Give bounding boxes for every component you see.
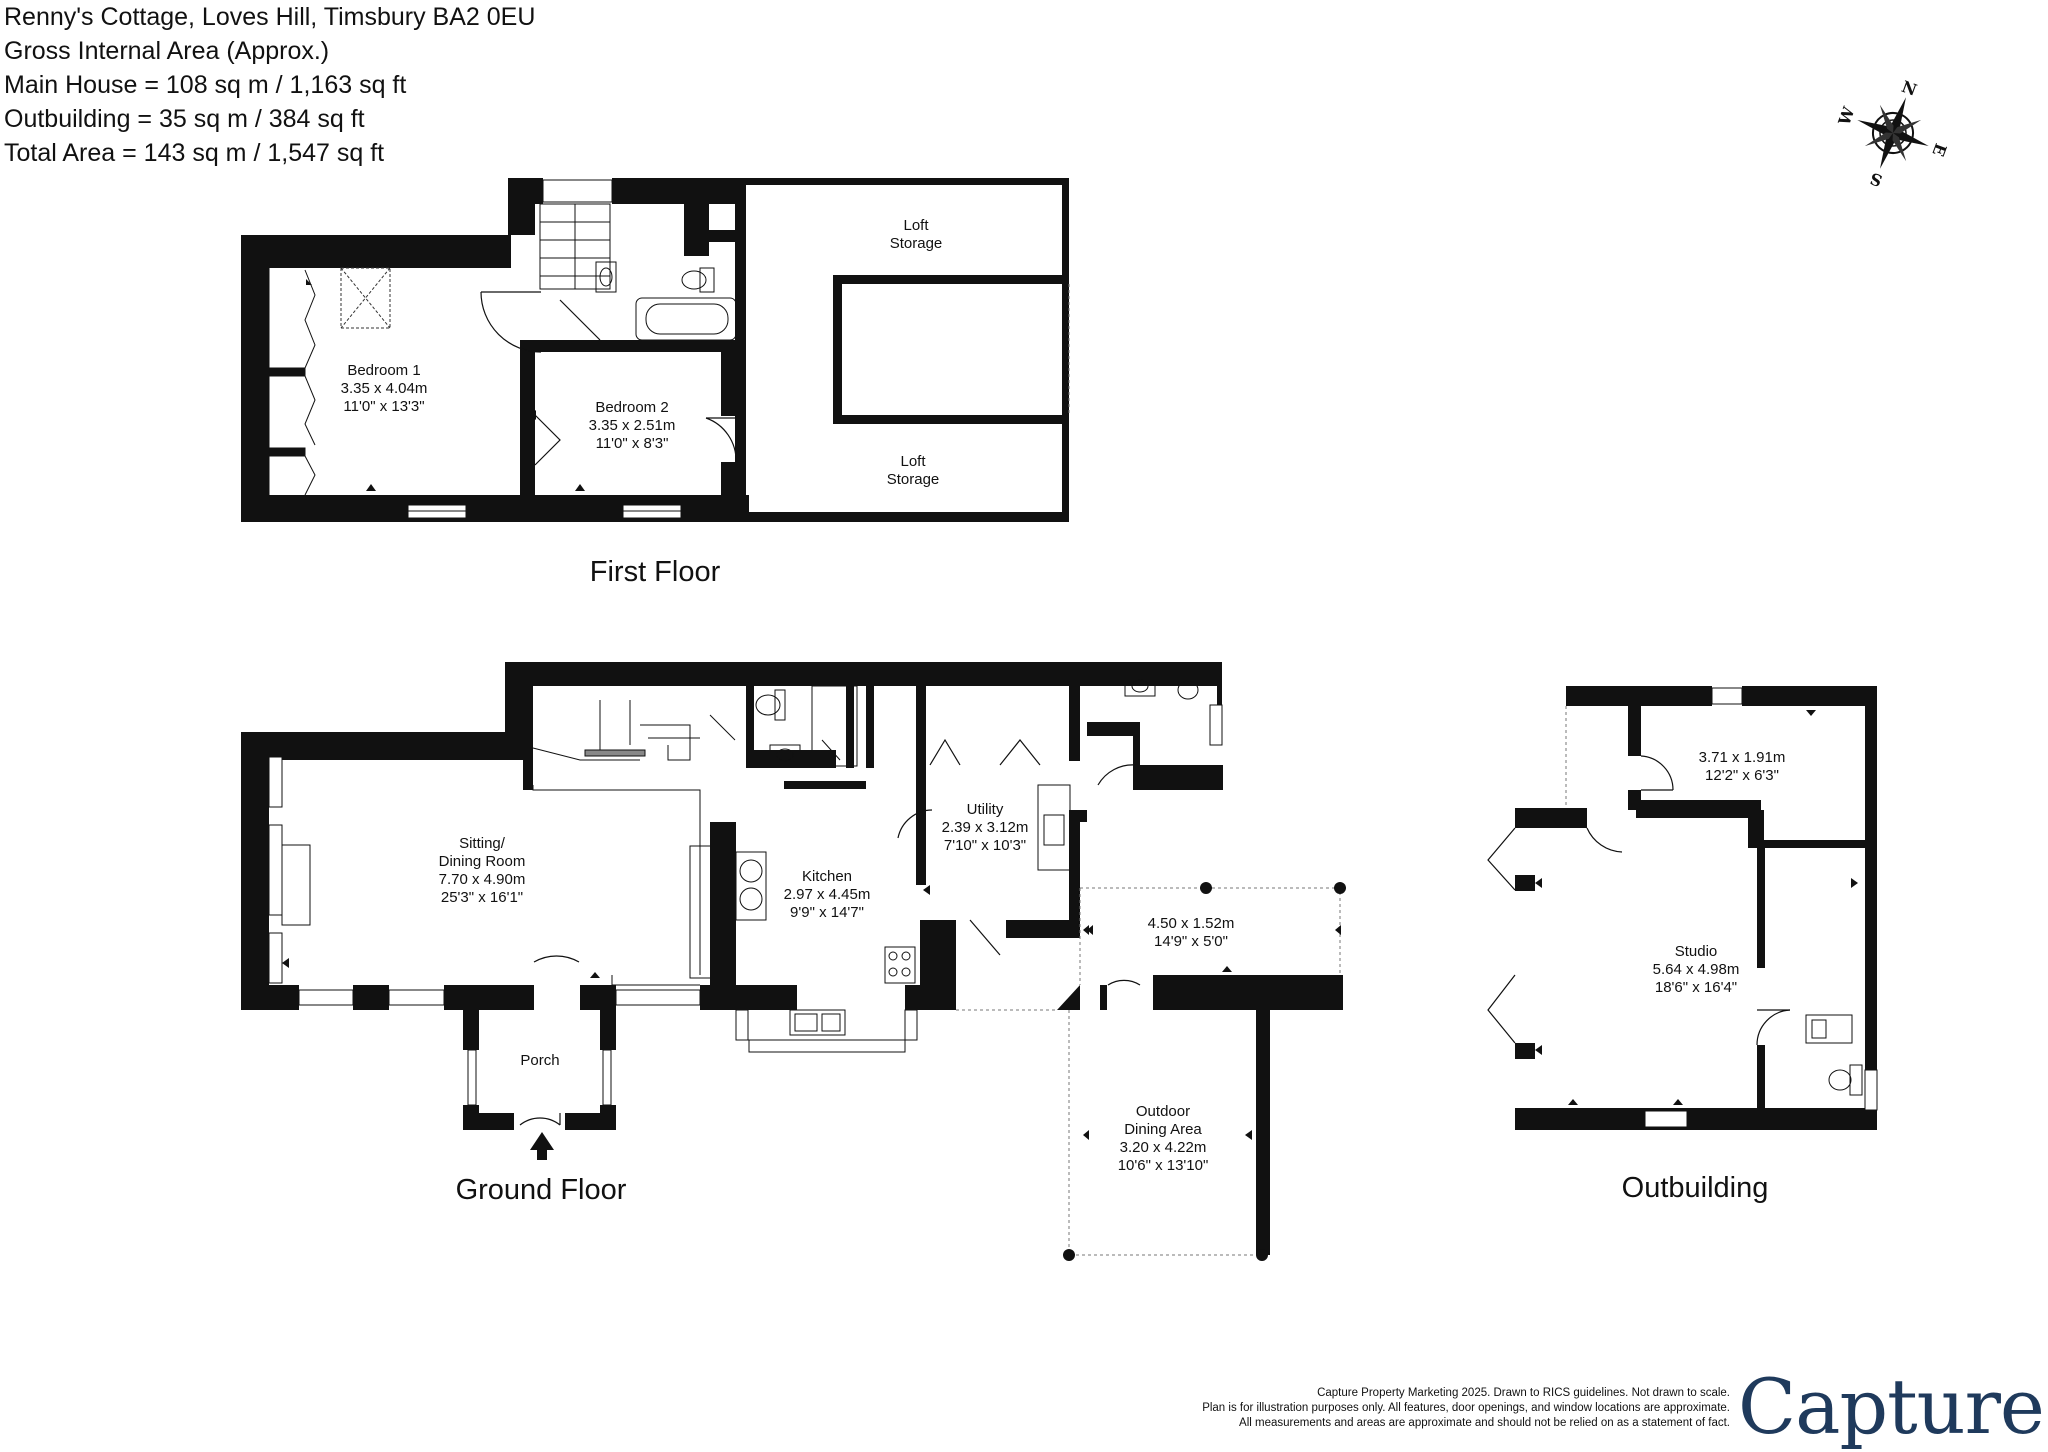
disclaimer-footer: Capture Property Marketing 2025. Drawn t… xyxy=(1080,1386,1730,1431)
kitchen-metric: 2.97 x 4.45m xyxy=(784,886,871,903)
store-imperial: 12'2" x 6'3" xyxy=(1705,767,1779,784)
first-floor-markers xyxy=(306,279,585,491)
bedroom1-metric: 3.35 x 4.04m xyxy=(341,380,428,397)
ground-floor-windows xyxy=(268,704,1223,1106)
ground-floor-label: Ground Floor xyxy=(456,1174,627,1206)
studio-metric: 5.64 x 4.98m xyxy=(1653,961,1740,978)
covered-metric: 4.50 x 1.52m xyxy=(1148,915,1235,932)
first-floor-windows xyxy=(407,179,682,519)
total-area: Total Area = 143 sq m / 1,547 sq ft xyxy=(4,139,385,167)
outbuilding-area: Outbuilding = 35 sq m / 384 sq ft xyxy=(4,105,365,133)
ground-floor-walls xyxy=(241,662,1343,1255)
logo-dot: . xyxy=(2044,1362,2048,1451)
compass-n-label: N xyxy=(1899,77,1919,100)
bedroom1-name: Bedroom 1 xyxy=(347,362,420,379)
toilet-icon xyxy=(755,689,786,721)
fireplace-icon xyxy=(281,844,311,926)
porch-name: Porch xyxy=(520,1052,559,1069)
compass-rose-icon: N E S W xyxy=(1834,77,1951,191)
first-floor-plan: Bedroom 1 3.35 x 4.04m 11'0" x 13'3" Bed… xyxy=(241,178,1070,588)
covered-area-outline xyxy=(956,887,1341,1256)
bedroom2-name: Bedroom 2 xyxy=(595,399,668,416)
studio-name: Studio xyxy=(1675,943,1718,960)
sitting-line1: Sitting/ xyxy=(459,835,506,852)
outdoor-line2: Dining Area xyxy=(1124,1121,1202,1138)
first-floor-walls xyxy=(241,178,1069,522)
skylight-icon xyxy=(340,267,391,329)
utility-appliance-icon xyxy=(1037,784,1071,871)
utility-imperial: 7'10" x 10'3" xyxy=(944,837,1026,854)
ground-floor-doors xyxy=(519,738,1141,1126)
covered-imperial: 14'9" x 5'0" xyxy=(1154,933,1228,950)
outbuilding-windows xyxy=(1644,687,1878,1128)
wardrobe-icon xyxy=(268,268,316,496)
bath-icon xyxy=(635,297,737,341)
ground-floor-markers xyxy=(282,885,1341,1140)
logo-text: Capture xyxy=(1738,1362,2045,1451)
post-markers xyxy=(1063,882,1346,1261)
outbuilding-walls xyxy=(1515,686,1877,1130)
disclaimer-line1: Capture Property Marketing 2025. Drawn t… xyxy=(1317,1387,1730,1399)
first-floor-doors xyxy=(480,291,737,466)
loft-top-line2: Storage xyxy=(890,235,943,252)
store-metric: 3.71 x 1.91m xyxy=(1699,749,1786,766)
loft-bottom-line2: Storage xyxy=(887,471,940,488)
loft-bottom-line1: Loft xyxy=(900,453,926,470)
shower-icon xyxy=(811,685,858,767)
compass-w-label: W xyxy=(1834,103,1859,128)
ground-floor-plan: Sitting/ Dining Room 7.70 x 4.90m 25'3" … xyxy=(241,662,1346,1261)
hob-icon xyxy=(884,946,916,984)
capture-logo: Capture. xyxy=(1738,1362,2048,1451)
utility-name: Utility xyxy=(967,801,1004,818)
wc-fittings-icon xyxy=(1124,675,1199,700)
entrance-arrow-icon xyxy=(530,1132,554,1160)
basin-icon xyxy=(769,744,801,766)
basin-icon xyxy=(595,261,617,293)
outbuilding-doors xyxy=(1487,755,1791,1046)
outbuilding-fittings-icon xyxy=(1805,1014,1863,1096)
compass-s-label: S xyxy=(1867,169,1884,191)
property-address: Renny's Cottage, Loves Hill, Timsbury BA… xyxy=(4,3,536,31)
outdoor-imperial: 10'6" x 13'10" xyxy=(1118,1157,1209,1174)
outbuilding-markers xyxy=(1535,710,1858,1105)
disclaimer-line2: Plan is for illustration purposes only. … xyxy=(1202,1402,1730,1414)
outbuilding-plan: 3.71 x 1.91m 12'2" x 6'3" Studio 5.64 x … xyxy=(1487,686,1878,1204)
first-floor-stairs-icon xyxy=(539,203,611,290)
utility-metric: 2.39 x 3.12m xyxy=(942,819,1029,836)
kitchen-imperial: 9'9" x 14'7" xyxy=(790,904,864,921)
sitting-metric: 7.70 x 4.90m xyxy=(439,871,526,888)
first-floor-label: First Floor xyxy=(590,556,721,588)
sitting-line2: Dining Room xyxy=(439,853,526,870)
ground-floor-stairs-icon xyxy=(532,700,736,761)
property-header: Renny's Cottage, Loves Hill, Timsbury BA… xyxy=(4,0,535,170)
toilet-icon xyxy=(681,267,715,293)
loft-top-line1: Loft xyxy=(903,217,929,234)
bedroom1-imperial: 11'0" x 13'3" xyxy=(343,398,424,415)
gross-area-heading: Gross Internal Area (Approx.) xyxy=(4,37,330,65)
range-cooker-icon xyxy=(735,851,767,921)
sitting-imperial: 25'3" x 16'1" xyxy=(441,889,523,906)
outdoor-line1: Outdoor xyxy=(1136,1103,1190,1120)
compass-e-label: E xyxy=(1929,141,1951,159)
kitchen-name: Kitchen xyxy=(802,868,852,885)
main-house-area: Main House = 108 sq m / 1,163 sq ft xyxy=(4,71,407,99)
bedroom2-metric: 3.35 x 2.51m xyxy=(589,417,676,434)
bedroom2-imperial: 11'0" x 8'3" xyxy=(596,435,669,452)
outdoor-metric: 3.20 x 4.22m xyxy=(1120,1139,1207,1156)
kitchen-sink-icon xyxy=(789,1009,846,1036)
studio-imperial: 18'6" x 16'4" xyxy=(1655,979,1737,996)
outbuilding-label: Outbuilding xyxy=(1622,1172,1769,1204)
disclaimer-line3: All measurements and areas are approxima… xyxy=(1239,1417,1730,1429)
